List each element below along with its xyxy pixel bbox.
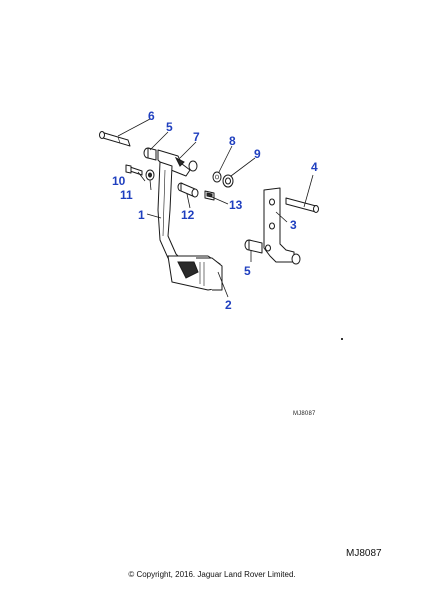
part-spacer-12 <box>177 182 199 198</box>
callout-labels: 1 2 3 4 5 5 6 7 8 9 10 11 12 13 <box>112 109 318 312</box>
callout-5-upper: 5 <box>166 120 173 134</box>
callout-7: 7 <box>193 130 200 144</box>
part-nut-11 <box>145 169 155 181</box>
callout-1: 1 <box>138 208 145 222</box>
stray-mark <box>341 338 343 340</box>
callout-12: 12 <box>181 208 195 222</box>
callout-3: 3 <box>290 218 297 232</box>
callout-5-lower: 5 <box>244 264 251 278</box>
leader-lines <box>117 118 314 298</box>
part-bush-9 <box>222 174 234 188</box>
callout-10: 10 <box>112 174 126 188</box>
figure-ref-small: MJ8087 <box>293 411 316 417</box>
callout-8: 8 <box>229 134 236 148</box>
callout-13: 13 <box>229 198 243 212</box>
part-pin-4 <box>285 197 319 213</box>
callout-4: 4 <box>311 160 318 174</box>
copyright-notice: © Copyright, 2016. Jaguar Land Rover Lim… <box>128 570 296 579</box>
callout-11: 11 <box>120 188 133 202</box>
part-washer-8 <box>212 171 222 183</box>
part-clip-13 <box>204 190 215 201</box>
part-pedal-pad-2 <box>167 255 223 291</box>
figure-ref-large: MJ8087 <box>346 548 382 559</box>
part-clip-7 <box>157 149 198 177</box>
callout-2: 2 <box>225 298 232 312</box>
part-pin-6 <box>99 131 131 147</box>
callout-9: 9 <box>254 147 261 161</box>
part-bush-5-lower <box>244 239 301 265</box>
part-bush-5-upper <box>143 147 157 161</box>
callout-6: 6 <box>148 109 155 123</box>
